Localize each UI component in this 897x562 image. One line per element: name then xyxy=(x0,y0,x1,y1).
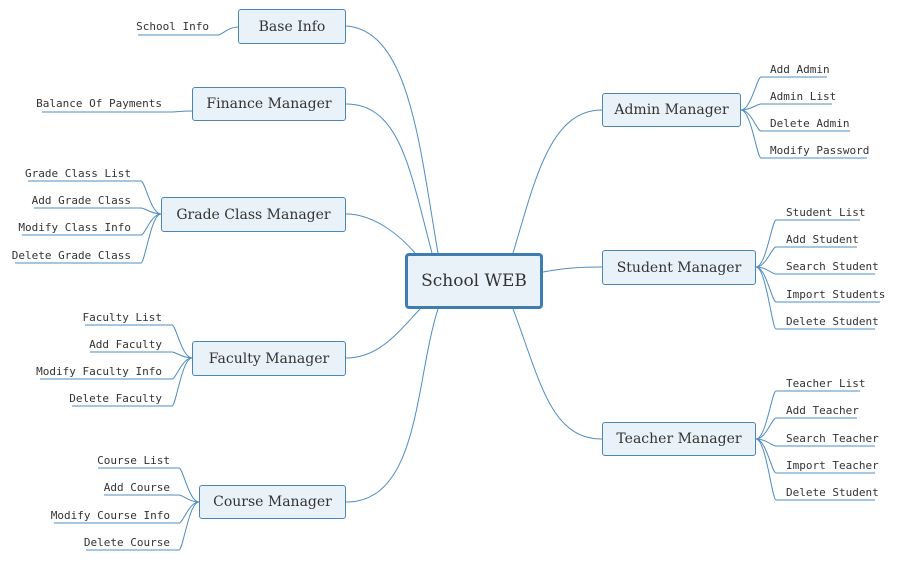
node-faculty-manager[interactable]: Faculty Manager xyxy=(192,341,346,376)
root-node-school-web[interactable]: School WEB xyxy=(405,253,543,309)
leaf-delete-grade-class[interactable]: Delete Grade Class xyxy=(11,249,131,262)
root-node-label: School WEB xyxy=(421,271,527,291)
leaf-import-students[interactable]: Import Students xyxy=(786,288,886,301)
fan-faculty-curve-0 xyxy=(171,324,193,359)
link-root-base-info xyxy=(345,25,439,254)
node-admin-manager-label: Admin Manager xyxy=(614,102,729,118)
node-grade-class-manager[interactable]: Grade Class Manager xyxy=(161,197,346,232)
leaf-balance-of-payments[interactable]: Balance Of Payments xyxy=(36,97,162,110)
leaf-add-admin[interactable]: Add Admin xyxy=(770,63,830,76)
leaf-modify-faculty-info[interactable]: Modify Faculty Info xyxy=(36,365,162,378)
leaf-modify-password[interactable]: Modify Password xyxy=(770,144,870,157)
fan-finance-curve-0 xyxy=(171,110,193,113)
leaf-add-student[interactable]: Add Student xyxy=(786,233,859,246)
leaf-add-course[interactable]: Add Course xyxy=(103,481,170,494)
fan-teacher-curve-0 xyxy=(755,390,777,440)
link-root-grade-class xyxy=(345,213,416,254)
fan-student-curve-4 xyxy=(755,266,777,330)
fan-student-curve-3 xyxy=(755,266,777,303)
leaf-delete-student-teacher[interactable]: Delete Student xyxy=(786,486,879,499)
leaf-admin-list[interactable]: Admin List xyxy=(770,90,837,103)
leaf-school-info[interactable]: School Info xyxy=(136,20,209,33)
fan-student-curve-0 xyxy=(755,219,777,268)
node-base-info-label: Base Info xyxy=(258,18,326,35)
fan-course-curve-1 xyxy=(178,494,200,503)
node-finance-manager-label: Finance Manager xyxy=(206,96,332,112)
leaf-delete-course[interactable]: Delete Course xyxy=(83,536,170,549)
leaf-course-list[interactable]: Course List xyxy=(97,454,170,467)
fan-admin-curve-1 xyxy=(740,103,762,111)
leaf-search-teacher[interactable]: Search Teacher xyxy=(786,432,879,445)
node-grade-class-manager-label: Grade Class Manager xyxy=(176,206,331,223)
fan-teacher-curve-1 xyxy=(755,417,777,440)
leaf-add-faculty[interactable]: Add Faculty xyxy=(89,338,162,351)
node-teacher-manager-label: Teacher Manager xyxy=(616,431,742,447)
link-root-course xyxy=(345,308,439,503)
leaf-grade-class-list[interactable]: Grade Class List xyxy=(25,167,131,180)
link-root-finance xyxy=(345,103,433,254)
node-course-manager-label: Course Manager xyxy=(213,494,332,510)
leaf-student-list[interactable]: Student List xyxy=(786,206,866,219)
node-faculty-manager-label: Faculty Manager xyxy=(208,350,330,367)
fan-faculty-curve-3 xyxy=(171,357,193,407)
fan-grade-curve-0 xyxy=(140,180,162,215)
node-admin-manager[interactable]: Admin Manager xyxy=(602,93,741,127)
fan-course-curve-3 xyxy=(178,501,200,551)
node-teacher-manager[interactable]: Teacher Manager xyxy=(602,422,756,456)
link-root-faculty xyxy=(345,308,421,359)
link-root-student xyxy=(542,266,603,273)
fan-course-curve-0 xyxy=(178,467,200,503)
node-finance-manager[interactable]: Finance Manager xyxy=(192,87,346,121)
fan-student-curve-1 xyxy=(755,246,777,268)
leaf-faculty-list[interactable]: Faculty List xyxy=(82,311,162,324)
fan-base-curve-0 xyxy=(217,26,239,36)
node-student-manager[interactable]: Student Manager xyxy=(602,250,756,285)
leaf-delete-admin[interactable]: Delete Admin xyxy=(770,117,850,130)
link-root-teacher xyxy=(512,308,603,440)
link-root-admin xyxy=(512,109,603,254)
leaf-delete-faculty[interactable]: Delete Faculty xyxy=(69,392,162,405)
leaf-delete-student[interactable]: Delete Student xyxy=(786,315,879,328)
fan-teacher-curve-3 xyxy=(755,438,777,474)
leaf-add-grade-class[interactable]: Add Grade Class xyxy=(31,194,131,207)
fan-grade-curve-1 xyxy=(140,207,162,215)
node-course-manager[interactable]: Course Manager xyxy=(199,485,346,519)
leaf-search-student[interactable]: Search Student xyxy=(786,260,879,273)
fan-admin-curve-3 xyxy=(740,109,762,159)
fan-teacher-curve-4 xyxy=(755,438,777,501)
fan-admin-curve-0 xyxy=(740,76,762,111)
leaf-modify-course-info[interactable]: Modify Course Info xyxy=(50,509,170,522)
leaf-add-teacher[interactable]: Add Teacher xyxy=(786,404,859,417)
leaf-import-teacher[interactable]: Import Teacher xyxy=(786,459,879,472)
node-student-manager-label: Student Manager xyxy=(616,259,742,276)
leaf-modify-class-info[interactable]: Modify Class Info xyxy=(18,221,131,234)
fan-faculty-curve-1 xyxy=(171,351,193,359)
fan-grade-curve-3 xyxy=(140,213,162,264)
node-base-info[interactable]: Base Info xyxy=(238,9,346,44)
leaf-teacher-list[interactable]: Teacher List xyxy=(786,377,866,390)
